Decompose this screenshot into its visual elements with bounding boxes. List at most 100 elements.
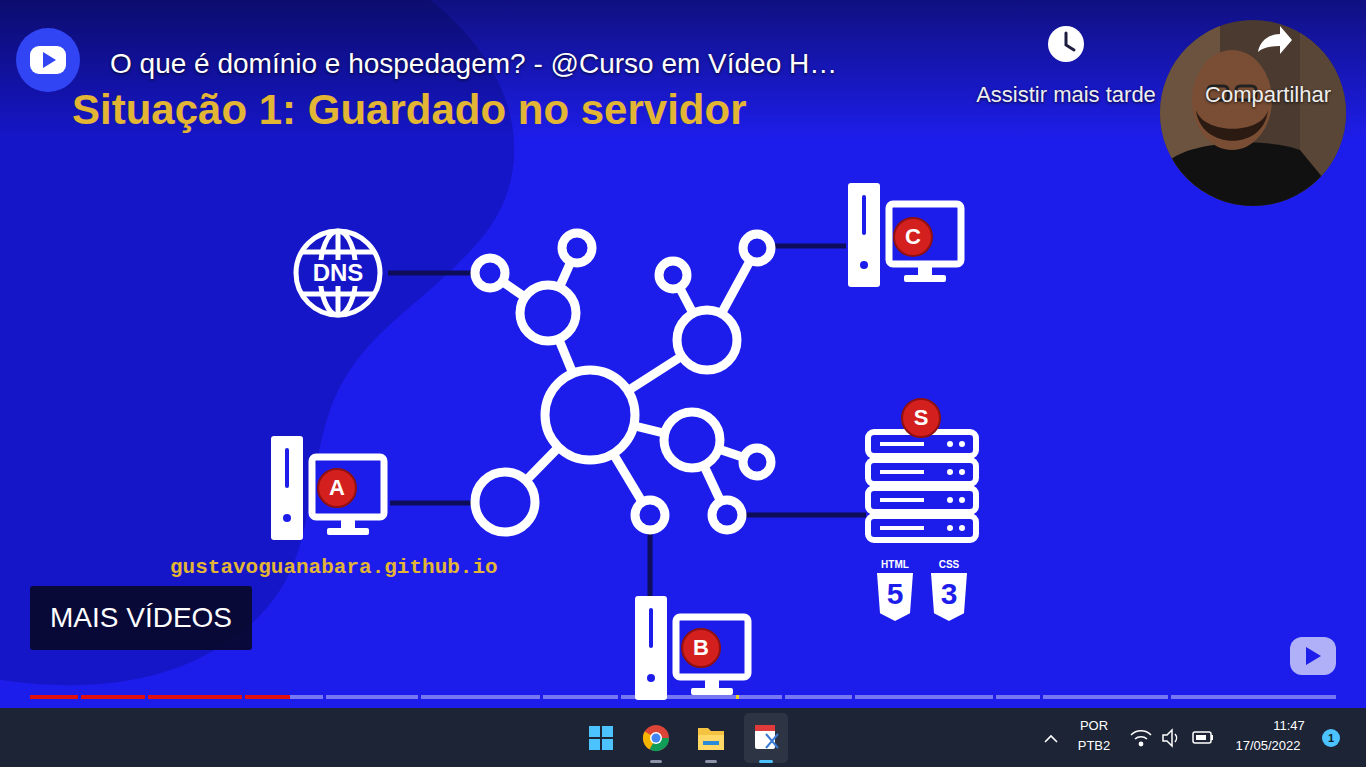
folder-strip [703,741,719,745]
avatar-shirt [1160,143,1346,206]
callout-letter: A [317,468,357,508]
chrome-center [652,734,661,743]
server-row [868,460,976,484]
server-slot [880,470,924,474]
chapter-gap [323,695,326,699]
speaker-wave [1175,734,1177,742]
hub [743,234,771,262]
notification-badge: 1 [1322,729,1340,747]
network-wires [388,246,866,598]
badge-heading: HTML [875,559,915,571]
wifi-icon [1131,731,1151,746]
progress-track [30,695,1336,699]
computer-b [635,596,748,700]
chapter-gap [852,695,855,699]
server-slot [880,526,924,530]
progress-marker [736,695,739,699]
taskbar [0,708,1366,767]
avatar-background [1160,20,1346,206]
badge-heading: CSS [929,559,969,571]
active-indicator [759,760,773,763]
callout-letter: C [893,217,933,257]
chapter-gap [1168,695,1171,699]
badge-number: 3 [929,573,969,615]
more-videos-button: MAIS VÍDEOS [30,586,252,650]
network-spokes [490,248,757,515]
taskbar-background [0,708,1366,767]
battery-level [1196,735,1206,740]
folder-body [698,728,724,750]
presenter-avatar [1160,20,1346,206]
server-led [947,469,953,475]
chrome-center [650,732,662,744]
wire [648,530,653,598]
wifi-arc [1131,731,1151,735]
callout-text: S [914,407,929,429]
wire [742,513,866,518]
video-title: O que é domínio e hospedagem? - @Curso e… [110,48,837,80]
corner-logo-frame [1290,637,1336,675]
computer-c [848,183,961,287]
server-led [947,525,953,531]
battery-tip [1211,735,1213,740]
chapter-gap [242,695,245,699]
logo-frame [30,46,66,74]
hub [520,285,576,341]
domain-label: gustavoguanabara.github.io [170,556,498,580]
badge-count: 1 [1328,733,1334,744]
hub [743,448,771,476]
hub [712,500,742,530]
chapter-gaps [78,695,1171,699]
callout-text: A [329,477,345,499]
server-slot [880,442,924,446]
wire [771,244,846,249]
progress-bar [30,695,1336,699]
server-led [959,441,965,447]
dns-globe: DNS [290,225,386,321]
battery-body [1193,732,1211,743]
callout-text: B [693,637,709,659]
badge-number: 5 [875,573,915,615]
chapter-gap [145,695,148,699]
chapter-gap [993,695,996,699]
server-row [868,488,976,512]
slide-heading: Situação 1: Guardado no servidor [72,86,746,134]
callout-text: C [905,226,921,248]
share-icon [1258,26,1292,54]
folder-front [698,735,724,750]
clock-face [1048,26,1084,62]
battery-icon [1193,732,1213,743]
globe-label: DNS [310,260,367,286]
chrome-icon [643,725,669,751]
server-led [959,469,965,475]
snip-top [755,725,775,731]
start-square [589,739,600,750]
keyboard-language: POR [1080,719,1108,734]
wire [390,501,476,506]
share-label: Compartilhar [1205,82,1331,107]
hub [635,500,665,530]
chrome-ring [643,725,669,751]
running-indicator [705,760,717,763]
tech-badge: HTML 5 [875,559,915,621]
snipping-icon [755,725,778,749]
start-square [589,726,600,737]
wifi-arc [1135,737,1147,739]
tray-caret [1045,736,1057,742]
wire [388,271,476,276]
chapter-gap [540,695,543,699]
keyboard-layout: PTB2 [1078,739,1111,754]
avatar-beard [1196,110,1268,141]
server-slot [880,498,924,502]
chapter-gap [1040,695,1043,699]
clock-date: 17/05/2022 [1235,739,1300,754]
server-led [959,525,965,531]
server-row [868,516,976,540]
corner-logo-play [1306,647,1321,665]
chapter-gap [782,695,785,699]
start-square [602,726,613,737]
wifi-dot [1139,742,1142,745]
globe-parallel [302,250,374,255]
